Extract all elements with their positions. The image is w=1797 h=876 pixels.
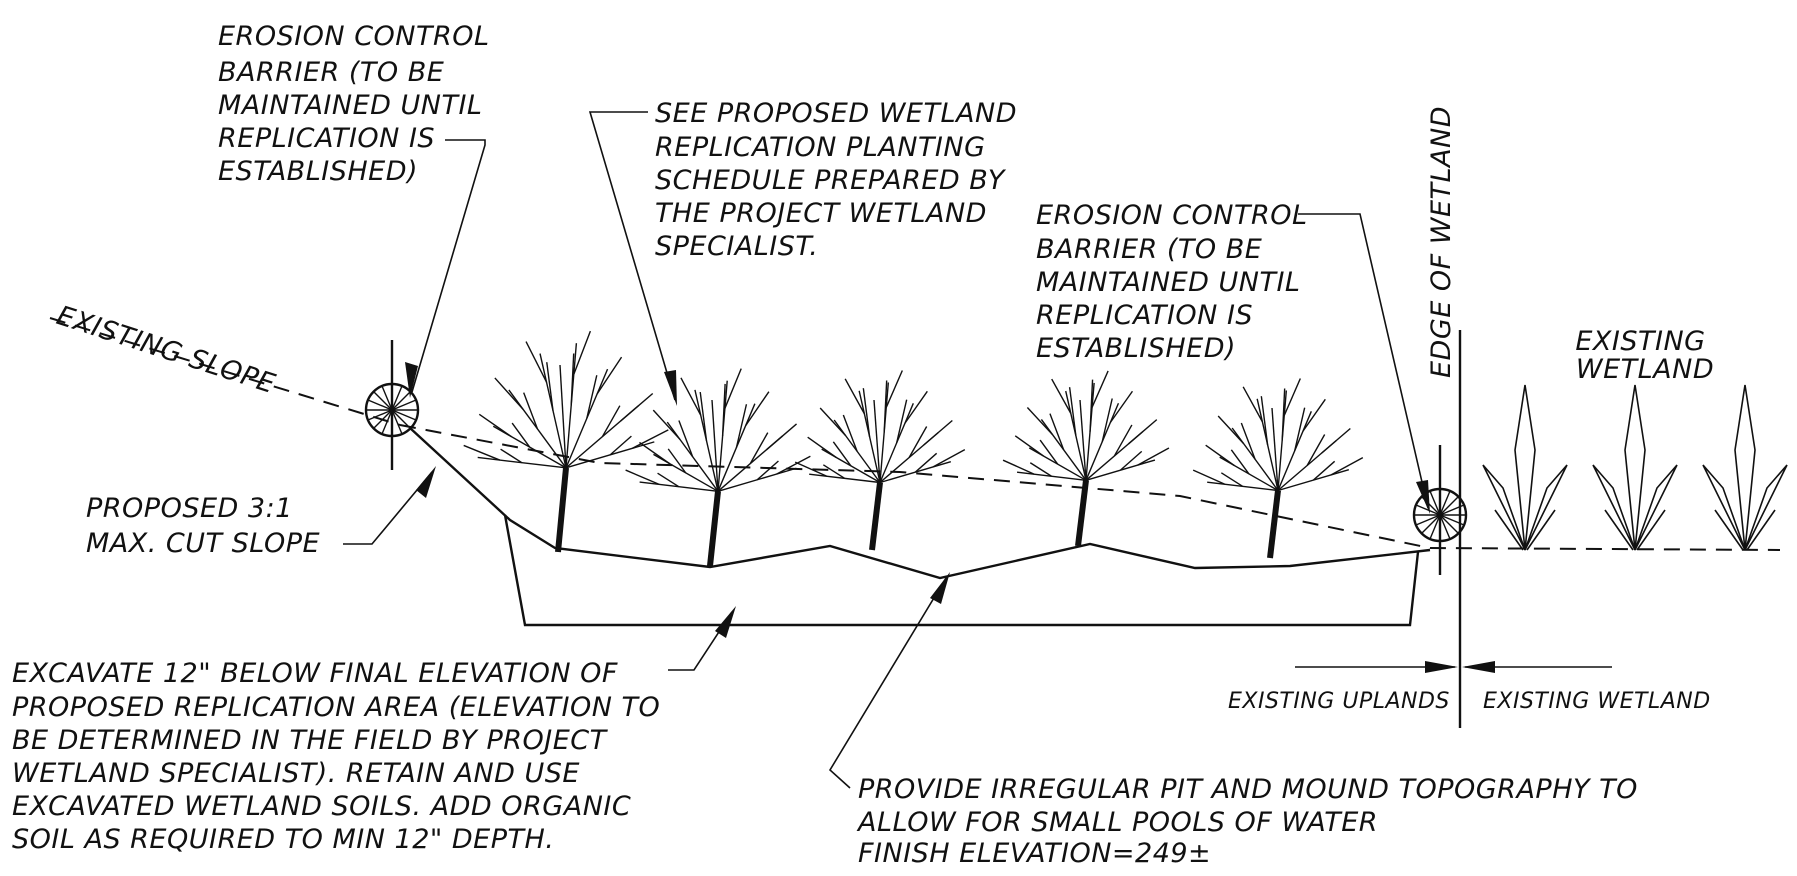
excavation-limit-line: [503, 514, 1420, 627]
wetland-plant-icon: [1592, 384, 1678, 551]
existing-wetland-top-label: EXISTING WETLAND: [1575, 326, 1714, 385]
wetland-plant-icon: [1482, 384, 1568, 551]
leader-planting: [588, 111, 676, 401]
existing-slope-line: [49, 317, 401, 426]
planting-schedule-label: SEE PROPOSED WETLAND REPLICATION PLANTIN…: [655, 98, 1026, 262]
leader-topography-arrowhead: [930, 572, 950, 604]
leader-topography: [828, 577, 947, 789]
proposed-finish-grade: [409, 427, 1431, 580]
excavate-note-label: EXCAVATE 12" BELOW FINAL ELEVATION OF PR…: [12, 658, 669, 855]
erosion-barrier-right-icon: [1412, 445, 1468, 575]
wetland-plant-icon: [1702, 384, 1788, 551]
deciduous-tree-icon: [625, 368, 811, 567]
erosion-barrier-left-icon: [364, 340, 420, 470]
leader-erosion-left: [411, 139, 486, 393]
leader-cut-slope-arrowhead: [416, 466, 436, 498]
wetland-arrowhead: [1462, 661, 1495, 673]
existing-wetland-bottom-label: EXISTING WETLAND: [1483, 689, 1711, 714]
leader-excavate-arrowhead: [715, 606, 736, 638]
deciduous-tree-icon: [1002, 370, 1170, 547]
deciduous-tree-icon: [463, 330, 669, 553]
leader-excavate: [668, 611, 733, 671]
leader-erosion-right-arrowhead: [1416, 480, 1430, 514]
deciduous-tree-icon: [1192, 378, 1364, 559]
erosion-barrier-right-label: EROSION CONTROL BARRIER (TO BE MAINTAINE…: [1036, 200, 1317, 364]
topography-note-label: PROVIDE IRREGULAR PIT AND MOUND TOPOGRAP…: [856, 774, 1647, 869]
cut-slope-label: PROPOSED 3:1 MAX. CUT SLOPE: [86, 493, 320, 559]
erosion-barrier-left-label: EROSION CONTROL BARRIER (TO BE MAINTAINE…: [218, 21, 499, 187]
existing-ground-line: [399, 424, 1781, 551]
existing-slope-label: EXISTING SLOPE: [53, 300, 279, 400]
leader-cut-slope: [343, 471, 433, 545]
leader-planting-arrowhead: [664, 370, 677, 406]
deciduous-tree-icon: [794, 370, 966, 551]
uplands-arrowhead: [1425, 661, 1458, 673]
edge-of-wetland-label: EDGE OF WETLAND: [1426, 106, 1457, 378]
existing-uplands-label: EXISTING UPLANDS: [1228, 689, 1450, 714]
leader-erosion-right: [1298, 213, 1429, 509]
leader-erosion-left-arrowhead: [405, 362, 418, 398]
